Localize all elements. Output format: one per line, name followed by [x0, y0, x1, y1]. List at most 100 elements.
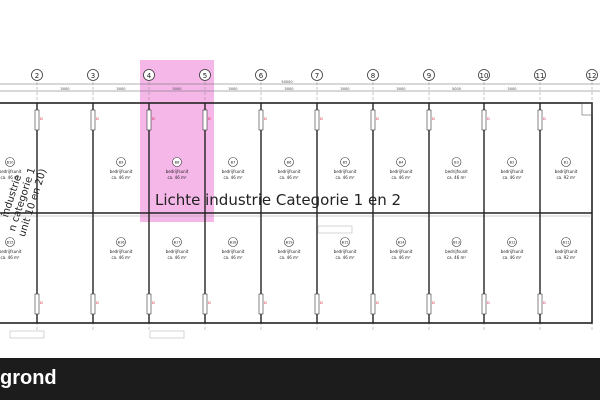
axis-bubble: [199, 69, 211, 81]
bottom-unit-area: ca. 46 m²: [335, 255, 354, 260]
door-opening: [426, 293, 432, 315]
top-unit-number: B7: [231, 161, 236, 165]
top-unit-type: bedrijfsunit: [501, 169, 524, 174]
axis-label: 2: [35, 72, 39, 80]
top-unit-number: B9: [119, 161, 124, 165]
footer-bar: grond: [0, 358, 600, 400]
axis-bubble: [255, 69, 267, 81]
axis-label: 8: [371, 72, 375, 80]
top-unit-type: bedrijfsunit: [110, 169, 133, 174]
door-opening: [370, 293, 376, 315]
door-opening: [314, 293, 320, 315]
annotation-box: [149, 330, 185, 339]
top-unit-area: ca. 46 m²: [0, 175, 19, 180]
top-unit-area: ca. 46 m²: [391, 175, 410, 180]
top-unit-type: bedrijfsunit: [0, 169, 22, 174]
door-marker: D: [432, 301, 435, 305]
axis-label: 11: [536, 72, 545, 80]
span-label: 5000: [61, 87, 70, 91]
top-unit-area: ca. 46 m²: [447, 175, 466, 180]
bottom-unit-number: B16: [118, 241, 125, 245]
bottom-unit-number: B15: [342, 241, 349, 245]
door-opening: [258, 293, 264, 315]
top-unit-number-bubble: [561, 157, 571, 167]
bottom-unit-type: bedrijfsunit: [501, 249, 524, 254]
door-marker: D: [543, 117, 546, 121]
axis-label: 6: [259, 72, 264, 80]
top-unit-number-bubble: [340, 157, 350, 167]
door-opening: [146, 109, 152, 131]
bottom-unit-number-bubble: [172, 237, 182, 247]
door-marker: D: [152, 301, 155, 305]
door-marker: D: [208, 117, 211, 121]
door-opening: [146, 293, 152, 315]
span-label: 5000: [285, 87, 294, 91]
door-opening: [426, 109, 432, 131]
top-unit-type: bedrijfsunit: [166, 169, 189, 174]
axis-label: 12: [588, 72, 597, 80]
top-unit-number: B4: [399, 161, 404, 165]
floor-label: grond: [0, 367, 57, 389]
door-marker: D: [40, 301, 43, 305]
top-unit-number-bubble: [451, 157, 462, 167]
door-marker: D: [487, 301, 490, 305]
top-unit-number: B3: [454, 161, 459, 165]
span-label: 5000: [117, 87, 126, 91]
bottom-unit-type: bedrijfsunit: [390, 249, 413, 254]
door-opening: [481, 293, 487, 315]
span-label: 5000: [341, 87, 350, 91]
top-unit-number: B1: [564, 161, 569, 165]
bottom-unit-type: bedrijfsunit: [166, 249, 189, 254]
bottom-unit-type: bedrijfsunit: [555, 249, 578, 254]
door-opening: [314, 109, 320, 131]
bottom-unit-number: B19: [286, 241, 293, 245]
axis-bubble: [87, 69, 99, 81]
axis-bubble: [586, 69, 598, 81]
bottom-unit-number: B14: [398, 241, 406, 245]
top-unit-number: B2: [510, 161, 515, 165]
bottom-unit-number-bubble: [561, 237, 571, 247]
highlight-zone: [140, 60, 214, 222]
door-marker: D: [376, 301, 379, 305]
span-label: 5000: [452, 87, 461, 91]
axis-bubble: [534, 69, 546, 81]
annotation-box: [9, 330, 45, 339]
bottom-unit-number-bubble: [284, 237, 294, 247]
top-unit-type: bedrijfsunit: [278, 169, 301, 174]
bottom-unit-number-bubble: [116, 237, 126, 247]
bottom-unit-area: ca. 46 m²: [391, 255, 410, 260]
door-opening: [34, 293, 40, 315]
bottom-unit-type: bedrijfsunit: [110, 249, 133, 254]
top-unit-number-bubble: [116, 157, 126, 167]
span-label: 5000: [229, 87, 238, 91]
top-unit-number: B10: [7, 161, 14, 165]
bottom-unit-area: ca. 46 m²: [0, 255, 19, 260]
top-unit-number-bubble: [284, 157, 294, 167]
bottom-unit-area: ca. 46 m²: [167, 255, 186, 260]
door-opening: [34, 109, 40, 131]
bottom-unit-area: ca. 46 m²: [447, 255, 466, 260]
span-label: 5000: [397, 87, 406, 91]
top-unit-number-bubble: [507, 157, 517, 167]
bottom-unit-area: ca. 46 m²: [502, 255, 521, 260]
top-unit-number-bubble: [396, 157, 406, 167]
door-opening: [258, 109, 264, 131]
entrance-hatch: [581, 102, 593, 116]
door-opening: [202, 109, 208, 131]
bottom-unit-area: ca. 92 m²: [556, 255, 575, 260]
top-unit-type: bedrijfsunit: [445, 169, 468, 174]
axis-bubble: [143, 69, 155, 81]
axis-bubble: [478, 69, 490, 81]
axis-bubble: [367, 69, 379, 81]
span-label: 5000: [173, 87, 182, 91]
axis-label: 4: [147, 72, 152, 80]
bottom-unit-number-bubble: [396, 237, 406, 247]
top-unit-number: B6: [287, 161, 292, 165]
door-opening: [202, 293, 208, 315]
top-unit-number-bubble: [228, 157, 238, 167]
top-unit-number: B5: [343, 161, 348, 165]
top-unit-area: ca. 46 m²: [502, 175, 521, 180]
door-marker: D: [96, 301, 99, 305]
axis-label: 10: [480, 72, 489, 80]
